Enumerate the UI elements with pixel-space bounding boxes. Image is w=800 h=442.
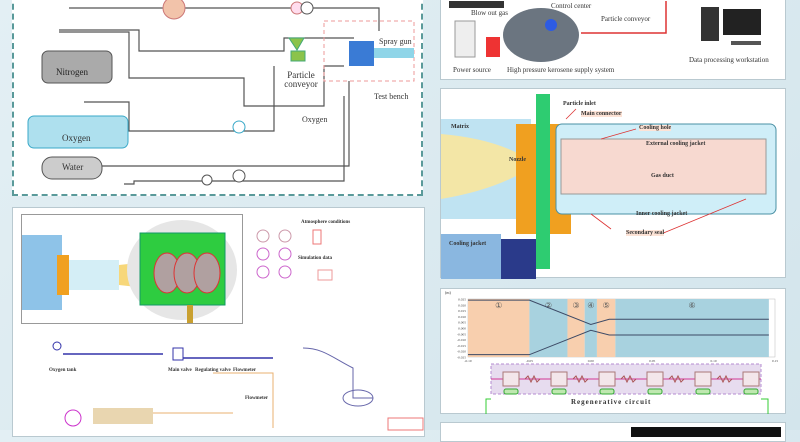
simulation-model-panel: Atmosphere conditions Simulation data Ox… <box>12 207 425 437</box>
circuit-node <box>503 388 519 395</box>
particle-inlet-label: Particle inlet <box>563 101 596 107</box>
y-tick-label: -0.015 <box>457 344 466 348</box>
flowmeter-label: Flowmeter <box>233 368 257 373</box>
spray-gun-cross-section <box>441 94 777 279</box>
x-tick-label: 0.05 <box>649 359 655 363</box>
dark-image <box>631 427 781 437</box>
region-label: ⑤ <box>603 301 610 310</box>
x-tick-label: 0.10 <box>711 359 717 363</box>
particle-conveyor-photo-label: Particle conveyor <box>601 15 651 23</box>
inner-jacket-label: Inner cooling jacket <box>636 211 688 217</box>
x-tick-label: 0.00 <box>588 359 594 363</box>
region-3 <box>567 299 585 357</box>
deposition-illustration <box>21 214 243 324</box>
series-upper-wall <box>468 299 769 326</box>
y-tick-label: 0.015 <box>458 309 466 313</box>
x-tick-label: 0.15 <box>772 359 778 363</box>
cooling-hole-label: Cooling hole <box>639 125 672 131</box>
simulation-schematic <box>52 229 424 431</box>
nitrogen-label: Nitrogen <box>56 67 88 77</box>
main-valve-label: Main valve <box>168 368 192 373</box>
y-tick-label: 0.010 <box>458 315 466 319</box>
y-tick-label: -0.010 <box>457 338 466 342</box>
circuit-node <box>647 388 663 395</box>
nozzle-label: Nozzle <box>509 157 526 163</box>
y-tick-label: 0.005 <box>458 321 466 325</box>
power-source-label: Power source <box>453 66 491 74</box>
spray-gun-section-panel: Particle inlet Main connector Matrix Coo… <box>440 88 786 279</box>
circuit-cell <box>598 371 616 387</box>
resistor-icon <box>524 374 541 384</box>
region-label: ① <box>495 301 502 310</box>
blow-out-gas-label: Blow out gas <box>471 9 508 17</box>
region-5 <box>596 299 616 357</box>
y-unit-label: (m) <box>445 290 451 295</box>
matrix-label: Matrix <box>451 124 469 130</box>
region-label: ③ <box>572 301 579 310</box>
kerosene-system-label: High pressure kerosene supply system <box>507 66 615 74</box>
main-connector-label: Main connector <box>581 111 622 117</box>
circuit-cell <box>550 371 568 387</box>
oxygen-line-label: Oxygen <box>302 115 328 124</box>
workstation-label: Data processing workstation <box>689 56 769 64</box>
bottom-right-panel <box>440 422 786 442</box>
atmosphere-label: Atmosphere conditions <box>301 220 351 225</box>
x-tick-label: -0.10 <box>464 359 472 363</box>
regulating-valve-label: Regulating valve <box>195 368 231 373</box>
circuit-node <box>599 388 615 395</box>
region-4 <box>584 299 597 357</box>
x-tick-label: -0.05 <box>526 359 534 363</box>
resistor-icon <box>716 374 733 384</box>
region-6 <box>615 299 769 357</box>
water-label: Water <box>62 162 84 172</box>
region-label: ④ <box>587 301 594 310</box>
piping-diagram <box>27 0 415 186</box>
y-tick-label: 0.025 <box>458 298 466 302</box>
regenerative-circuit-label: Regenerative circuit <box>571 398 652 406</box>
secondary-seal-label: Secondary seal <box>626 230 665 236</box>
y-tick-label: -0.020 <box>457 350 466 354</box>
resistor-icon <box>668 374 685 384</box>
control-center-label: Control center <box>551 2 592 10</box>
circuit-node <box>551 388 567 395</box>
y-tick-label: -0.005 <box>457 332 466 336</box>
simulation-data-label: Simulation data <box>298 256 333 261</box>
y-tick-label: 0.000 <box>458 327 466 331</box>
region-label: ⑥ <box>689 301 696 310</box>
cooling-jacket-label: Cooling jacket <box>449 241 487 247</box>
region-label: ② <box>545 301 552 310</box>
equipment-photos-panel: Blow out gas Control center Particle con… <box>440 0 786 80</box>
circuit-cell <box>742 371 760 387</box>
particle-conveyor-label: Particle conveyor <box>284 70 318 89</box>
flowmeter-2-label: Flowmeter <box>245 396 269 401</box>
circuit-cell <box>502 371 520 387</box>
regenerative-circuit-diagram <box>485 363 769 414</box>
resistor-icon <box>572 374 589 384</box>
y-tick-label: -0.025 <box>457 356 466 360</box>
external-jacket-label: External cooling jacket <box>646 141 706 147</box>
circuit-cell <box>694 371 712 387</box>
y-tick-label: 0.020 <box>458 303 466 307</box>
resistor-icon <box>620 374 637 384</box>
gas-duct-label: Gas duct <box>651 173 674 179</box>
system-diagram-panel: Nitrogen Oxygen Water Particle conveyor … <box>12 0 423 196</box>
circuit-node <box>743 388 759 395</box>
test-bench-label: Test bench <box>374 92 409 101</box>
region-1 <box>468 299 530 357</box>
oxygen-tank-label: Oxygen tank <box>49 368 77 373</box>
spray-gun-label: Spray gun <box>379 37 412 46</box>
circuit-node <box>695 388 711 395</box>
oxygen-tanks-label: Oxygen <box>62 133 91 143</box>
series-lower-wall <box>468 329 769 356</box>
equipment-illustration <box>449 1 761 62</box>
circuit-cell <box>646 371 664 387</box>
